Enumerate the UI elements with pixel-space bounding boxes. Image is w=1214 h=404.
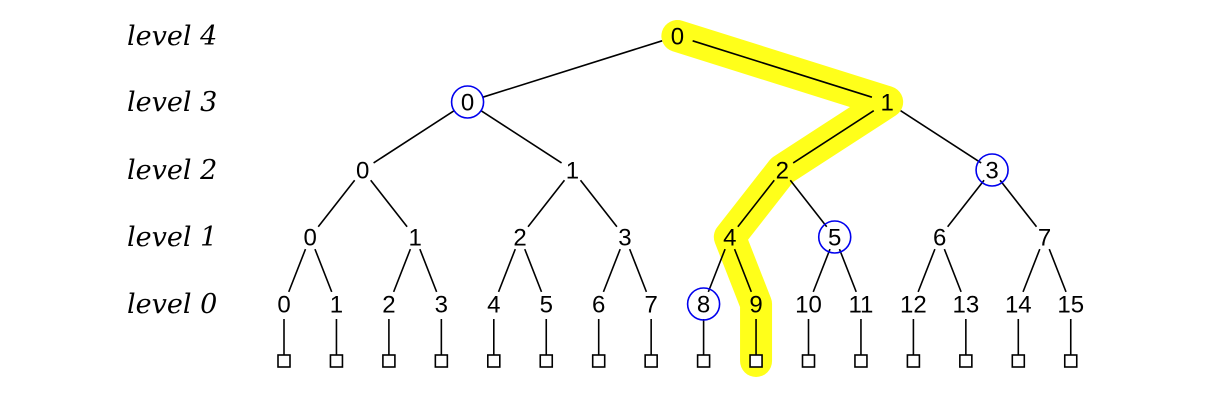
level-label-1: level 1: [127, 222, 217, 253]
circle-l2-3: [975, 153, 1009, 187]
node-l0-0: 0: [277, 292, 290, 319]
edge-l2-1-to-l1-2: [527, 179, 566, 228]
node-l2-1: 1: [566, 158, 579, 185]
node-l1-0: 0: [304, 225, 317, 252]
level-label-0: level 0: [127, 289, 217, 320]
node-l0-9: 9: [749, 292, 762, 319]
node-l2-3: 3: [985, 158, 998, 185]
leaf-box-7: [644, 354, 658, 368]
leaf-box-5: [539, 354, 554, 368]
node-l4-0: 0: [671, 24, 684, 51]
edge-l1-3-to-l0-7: [628, 248, 648, 293]
edge-l2-2-to-l1-5: [789, 179, 828, 228]
node-l0-6: 6: [592, 292, 605, 319]
node-l0-1: 1: [330, 292, 343, 319]
node-l2-0: 0: [356, 158, 369, 185]
node-l0-11: 11: [848, 292, 873, 319]
edge-l2-0-to-l1-1: [370, 179, 408, 228]
node-l1-2: 2: [513, 225, 526, 252]
edge-l3-1-to-l2-3: [900, 110, 982, 164]
node-l0-3: 3: [435, 292, 448, 319]
edge-l1-4-to-l0-9: [733, 248, 753, 293]
node-l1-6: 6: [933, 225, 946, 252]
node-l1-7: 7: [1038, 225, 1051, 252]
node-l0-10: 10: [795, 292, 822, 319]
edge-l4-0-to-l3-1: [692, 40, 873, 98]
edge-l2-1-to-l1-3: [579, 179, 618, 228]
level-label-3: level 3: [127, 87, 217, 118]
level-labels: level 4 level 3 level 2 level 1 level 0: [127, 21, 217, 320]
leaf-box-6: [591, 354, 606, 368]
edge-l1-7-to-l0-15: [1048, 248, 1067, 293]
node-l0-7: 7: [644, 292, 657, 319]
edge-l1-1-to-l0-3: [419, 248, 438, 293]
node-l0-4: 4: [487, 292, 500, 319]
edge-l1-1-to-l0-2: [392, 248, 412, 293]
node-l1-3: 3: [618, 225, 631, 252]
edge-l1-0-to-l0-0: [287, 248, 307, 293]
edge-l3-0-to-l2-1: [480, 110, 563, 164]
edge-l1-2-to-l0-5: [524, 248, 543, 293]
circle-l1-5: [817, 220, 852, 254]
level-label-4: level 4: [127, 21, 217, 52]
leaf-box-14: [1011, 354, 1026, 368]
circle-l0-8: [686, 287, 721, 321]
level-label-2: level 2: [127, 155, 217, 186]
node-l3-0: 0: [461, 90, 474, 117]
edge-l1-5-to-l0-10: [812, 248, 831, 293]
edge-l2-2-to-l1-4: [737, 179, 775, 228]
leaf-box-4: [486, 354, 501, 368]
leaf-box-15: [1063, 354, 1078, 368]
edge-l3-0-to-l2-0: [373, 110, 455, 164]
edge-l2-3-to-l1-6: [947, 179, 985, 228]
node-l0-8: 8: [697, 292, 710, 319]
node-l0-14: 14: [1005, 292, 1032, 319]
edge-l1-2-to-l0-4: [497, 248, 517, 293]
edge-l1-3-to-l0-6: [602, 248, 621, 293]
edge-l4-0-to-l3-0: [482, 40, 663, 98]
node-l3-1: 1: [880, 90, 893, 117]
leaf-box-0: [277, 354, 291, 368]
edge-l3-1-to-l2-2: [792, 110, 875, 164]
node-l0-12: 12: [900, 292, 927, 319]
edge-l2-3-to-l1-7: [999, 179, 1038, 228]
leaf-box-1: [329, 354, 344, 368]
leaf-box-13: [959, 354, 973, 368]
edge-l1-0-to-l0-1: [314, 248, 333, 293]
node-l1-4: 4: [723, 225, 736, 252]
node-l0-5: 5: [540, 292, 553, 319]
edges-layer: [283, 40, 1072, 355]
node-l2-2: 2: [776, 158, 789, 185]
edge-l1-7-to-l0-14: [1022, 248, 1041, 293]
edge-l1-6-to-l0-12: [917, 248, 936, 293]
edge-l1-4-to-l0-8: [707, 248, 726, 293]
node-l0-13: 13: [952, 292, 979, 319]
circles-layer: [450, 85, 1009, 321]
node-l1-5: 5: [828, 225, 841, 252]
node-l0-15: 15: [1057, 292, 1084, 319]
circle-l3-0: [450, 85, 485, 119]
node-l1-1: 1: [408, 225, 421, 252]
leaf-box-3: [434, 354, 449, 368]
leaf-box-8: [696, 354, 711, 368]
node-l0-2: 2: [382, 292, 395, 319]
leaf-box-10: [801, 354, 816, 368]
leaf-box-11: [854, 354, 868, 368]
edge-l2-0-to-l1-0: [317, 179, 356, 228]
edge-l1-5-to-l0-11: [838, 248, 857, 293]
leaf-box-2: [382, 354, 396, 368]
leaf-box-9: [749, 354, 763, 368]
edge-l1-6-to-l0-13: [943, 248, 962, 293]
leaves-layer: [277, 354, 1078, 368]
leaf-box-12: [906, 354, 921, 368]
